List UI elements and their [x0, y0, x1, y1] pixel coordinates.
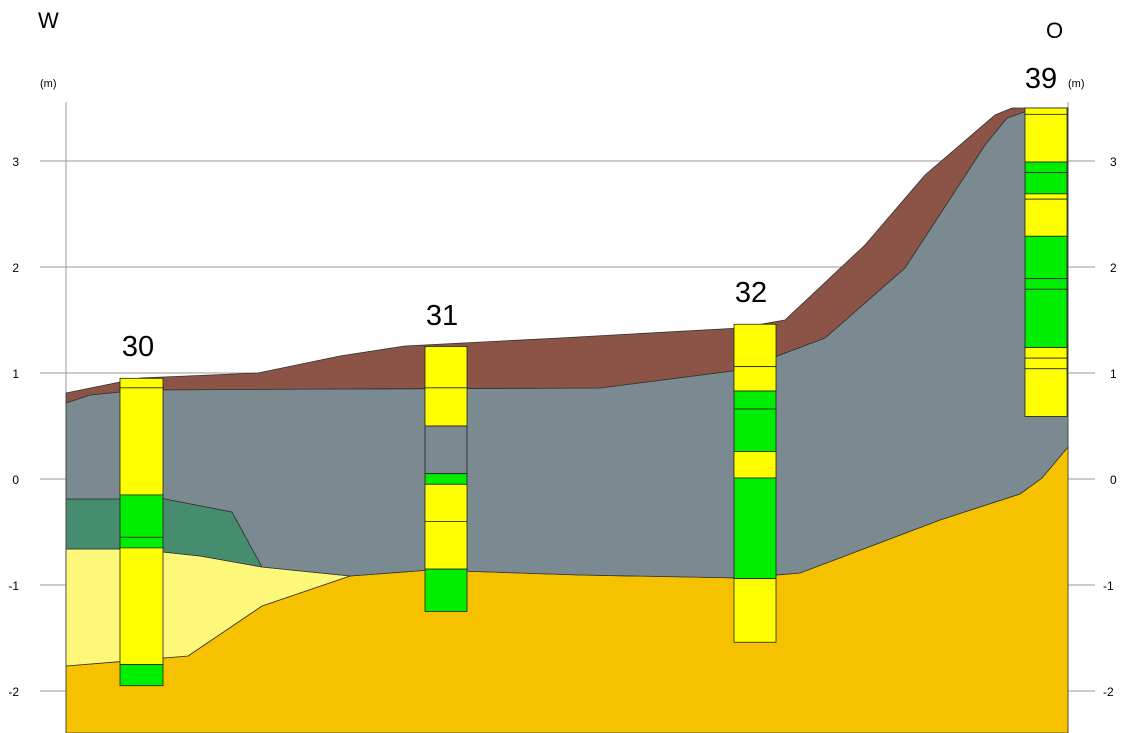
- left-tick-minus1: -1: [8, 579, 19, 593]
- borehole-30-segment: [119, 547, 164, 665]
- right-tick-minus2: -2: [1103, 685, 1114, 699]
- borehole-31-segment: [424, 473, 468, 485]
- borehole-39-segment: [1024, 368, 1068, 417]
- soil-layers: [65, 107, 1069, 733]
- borehole-39-segment: [1024, 198, 1068, 237]
- borehole-31-segment: [424, 521, 468, 570]
- left-tick-3: 3: [12, 155, 19, 169]
- right-tick-0: 0: [1110, 473, 1117, 487]
- west-label: W: [38, 8, 59, 33]
- borehole-30-segment: [119, 494, 164, 538]
- boreholes: [119, 107, 1068, 687]
- left-tick-minus2: -2: [8, 685, 19, 699]
- borehole-39-segment: [1024, 193, 1068, 200]
- borehole-39-segment: [1024, 347, 1068, 359]
- borehole-39-segment: [1024, 278, 1068, 290]
- borehole-32-segment: [733, 578, 777, 643]
- borehole-31-segment: [424, 483, 468, 522]
- borehole-39-segment: [1024, 113, 1068, 163]
- borehole-label-32: 32: [735, 277, 767, 309]
- right-tick-labels: 3 2 1 0 -1 -2: [1103, 155, 1117, 699]
- borehole-31-segment: [424, 425, 468, 475]
- borehole-39: [1024, 107, 1068, 417]
- left-tick-2: 2: [12, 261, 19, 275]
- borehole-39-segment: [1024, 235, 1068, 280]
- borehole-31-segment: [424, 346, 468, 389]
- borehole-30: [119, 377, 164, 687]
- left-tick-1: 1: [12, 367, 19, 381]
- right-tick-3: 3: [1110, 155, 1117, 169]
- borehole-32-segment: [733, 408, 777, 452]
- borehole-30-segment: [119, 664, 164, 687]
- borehole-30-segment: [119, 536, 164, 549]
- borehole-label-30: 30: [122, 331, 154, 363]
- borehole-32: [733, 323, 777, 643]
- left-tick-labels: 3 2 1 0 -1 -2: [8, 155, 19, 699]
- borehole-32-segment: [733, 390, 777, 410]
- right-tick-2: 2: [1110, 261, 1117, 275]
- right-tick-minus1: -1: [1103, 579, 1114, 593]
- right-unit-label: (m): [1068, 78, 1085, 90]
- left-tick-0: 0: [12, 473, 19, 487]
- borehole-39-segment: [1024, 357, 1068, 370]
- borehole-39-segment: [1024, 107, 1068, 115]
- borehole-label-39: 39: [1025, 63, 1057, 95]
- east-label: O: [1046, 18, 1063, 43]
- borehole-39-segment: [1024, 172, 1068, 195]
- borehole-32-segment: [733, 323, 777, 368]
- borehole-39-segment: [1024, 288, 1068, 348]
- borehole-label-31: 31: [426, 300, 458, 332]
- borehole-32-segment: [733, 477, 777, 580]
- borehole-31: [424, 346, 468, 612]
- borehole-32-segment: [733, 366, 777, 392]
- borehole-30-segment: [119, 387, 164, 496]
- borehole-39-segment: [1024, 161, 1068, 174]
- borehole-32-segment: [733, 451, 777, 479]
- borehole-31-segment: [424, 568, 468, 612]
- left-unit-label: (m): [40, 78, 57, 90]
- borehole-31-segment: [424, 387, 468, 427]
- right-tick-1: 1: [1110, 367, 1117, 381]
- layer-topsoil: [65, 107, 1069, 404]
- borehole-30-segment: [119, 377, 164, 389]
